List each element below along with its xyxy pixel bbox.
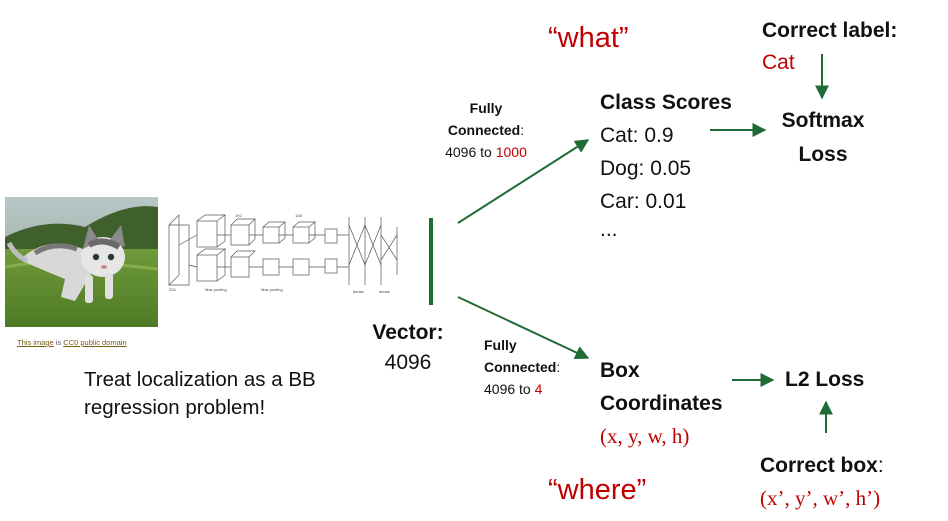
- svg-text:Max pooling: Max pooling: [205, 287, 227, 292]
- image-credit: This image is CC0 public domain: [17, 338, 127, 347]
- svg-text:128: 128: [295, 213, 302, 218]
- credit-mid: is: [53, 338, 64, 347]
- arrow-to-box-coords: [457, 296, 590, 359]
- credit-link-image[interactable]: This image: [17, 338, 54, 347]
- box-coordinates: Box Coordinates (x, y, w, h): [600, 354, 723, 453]
- box-coords-value: (x, y, w, h): [600, 424, 690, 448]
- svg-text:dense: dense: [353, 289, 365, 294]
- treat-line-1: Treat localization as a BB: [84, 368, 316, 391]
- correct-box-value: (x’, y’, w’, h’): [760, 486, 881, 510]
- correct-label-title: Correct label:: [762, 19, 898, 42]
- credit-link-license[interactable]: CC0 public domain: [63, 338, 127, 347]
- where-label: “where”: [548, 474, 647, 506]
- l2-loss: L2 Loss: [785, 368, 865, 391]
- score-dog: Dog: 0.05: [600, 157, 692, 180]
- softmax-loss: Softmax Loss: [768, 104, 878, 172]
- correct-label: Correct label: Cat: [762, 15, 897, 79]
- correct-box-title: Correct box: [760, 454, 878, 477]
- svg-text:dense: dense: [379, 289, 391, 294]
- fc-bottom-line1: Fully: [484, 337, 517, 353]
- score-car: Car: 0.01: [600, 190, 687, 213]
- fc-top-label: Fully Connected: 4096 to 1000: [426, 97, 546, 163]
- fc-bottom-value: 4: [534, 381, 543, 397]
- class-scores: Class Scores Cat: 0.9 Dog: 0.05 Car: 0.0…: [600, 86, 732, 242]
- svg-text:192: 192: [235, 213, 242, 218]
- vector-value: 4096: [384, 351, 432, 374]
- treat-line-2: regression problem!: [84, 396, 266, 419]
- fc-top-connected: Connected: [447, 122, 521, 138]
- fc-top-line1: Fully: [469, 100, 503, 116]
- score-ellipsis: ...: [600, 218, 618, 241]
- fc-top-value: 1000: [495, 144, 527, 160]
- vector-label: Vector: 4096: [366, 318, 450, 378]
- class-scores-title: Class Scores: [600, 91, 732, 114]
- fc-bottom-prefix: 4096 to: [484, 381, 535, 397]
- fc-bottom-label: Fully Connected: 4096 to 4: [484, 334, 584, 400]
- arrow-to-class-scores: [457, 139, 590, 224]
- fc-bottom-line3: 4096 to 4: [484, 378, 584, 400]
- svg-text:Max pooling: Max pooling: [261, 287, 283, 292]
- correct-box-colon: :: [877, 454, 884, 477]
- box-coords-line1: Box: [600, 359, 640, 382]
- fc-bottom-line2: Connected:: [484, 356, 584, 378]
- box-coords-line2: Coordinates: [600, 392, 723, 415]
- vector-title: Vector:: [372, 321, 444, 344]
- fc-top-line3: 4096 to 1000: [426, 141, 546, 163]
- score-cat: Cat: 0.9: [600, 124, 674, 147]
- fc-bottom-colon: :: [556, 359, 561, 375]
- svg-text:224: 224: [169, 287, 176, 292]
- fc-top-prefix: 4096 to: [445, 144, 496, 160]
- correct-box-title-line: Correct box:: [760, 450, 884, 482]
- softmax-line2: Loss: [798, 143, 848, 166]
- correct-label-value: Cat: [762, 51, 795, 74]
- cat-photo: [5, 197, 158, 327]
- softmax-line1: Softmax: [781, 109, 865, 132]
- alexnet-diagram: 224 Max pooling Max pooling dense dense 192…: [168, 213, 398, 294]
- what-label: “what”: [548, 22, 629, 54]
- fc-top-colon: :: [520, 122, 525, 138]
- correct-box: Correct box: (x’, y’, w’, h’): [760, 450, 884, 514]
- treat-localization-text: Treat localization as a BB regression pr…: [84, 366, 316, 422]
- fc-bottom-connected: Connected: [484, 359, 557, 375]
- fc-top-line2: Connected:: [426, 119, 546, 141]
